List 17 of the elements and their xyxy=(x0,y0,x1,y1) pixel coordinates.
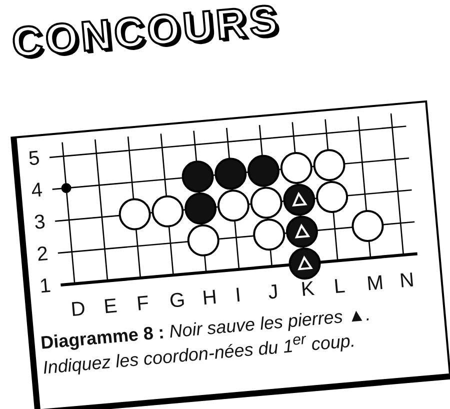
axis-label: E xyxy=(102,296,118,318)
axis-label: L xyxy=(333,276,346,298)
axis-label: N xyxy=(398,270,415,292)
axis-label: 5 xyxy=(28,148,41,170)
axis-label: H xyxy=(202,287,218,309)
axis-label: 3 xyxy=(33,212,46,233)
axis-label: F xyxy=(136,293,150,314)
axis-label: D xyxy=(70,298,86,320)
axis-label: M xyxy=(366,272,384,294)
title: CONCOURS xyxy=(10,0,282,64)
axis-label: 1 xyxy=(38,276,52,297)
axis-label: G xyxy=(168,290,186,312)
axis-label: 2 xyxy=(36,244,49,265)
axis-label: I xyxy=(234,285,242,306)
axis-label: J xyxy=(267,282,280,303)
axis-label: 4 xyxy=(30,180,44,202)
axis-label: K xyxy=(300,278,316,300)
